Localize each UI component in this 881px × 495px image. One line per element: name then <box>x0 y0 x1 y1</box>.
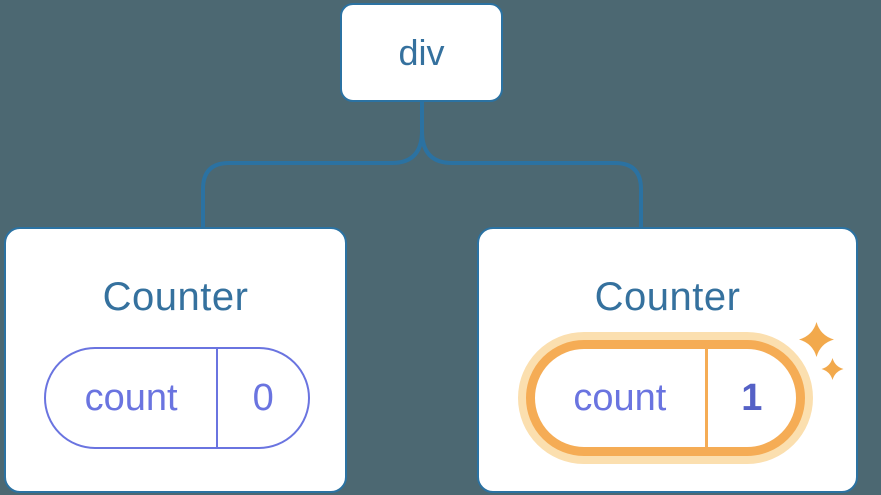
card-title: Counter <box>102 275 249 319</box>
state-divider <box>704 349 708 447</box>
counter-card-right: Counter count 1 <box>477 227 858 493</box>
counter-card-left: Counter count 0 <box>4 227 347 493</box>
root-node-label: div <box>398 31 445 73</box>
sparkle-icon <box>799 322 844 380</box>
card-title: Counter <box>594 275 741 319</box>
connector-left-branch <box>201 101 424 229</box>
sparkle-large <box>799 322 834 357</box>
state-pill: count 0 <box>44 347 310 449</box>
state-divider <box>216 349 219 447</box>
connector-right-branch <box>420 130 643 229</box>
tree-node-div: div <box>340 3 503 102</box>
sparkle-small <box>821 358 844 380</box>
state-key: count <box>573 376 667 419</box>
state-pill-highlighted: count 1 <box>526 340 805 456</box>
state-value: 0 <box>252 376 274 419</box>
state-value: 1 <box>741 376 763 419</box>
state-key: count <box>84 376 178 419</box>
